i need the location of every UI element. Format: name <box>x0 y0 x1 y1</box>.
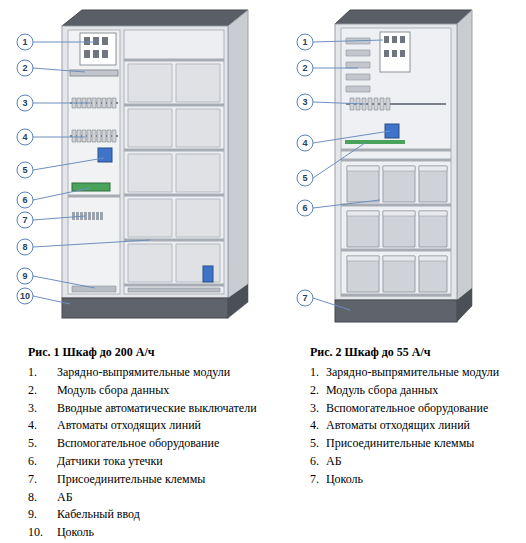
plinth-side <box>457 288 472 322</box>
module-indicator <box>84 37 108 58</box>
list-item: Кабельный ввод <box>57 507 140 521</box>
list-number: 5. <box>310 436 319 450</box>
callout-number: 2 <box>17 60 34 77</box>
cabinet-bay <box>68 30 120 294</box>
callout-number: 1 <box>297 34 314 51</box>
list-number: 5. <box>28 436 37 450</box>
auxiliary-unit <box>98 148 112 162</box>
list-number: 1. <box>28 365 37 379</box>
list-number: 6. <box>28 454 37 468</box>
leakage-sensor <box>72 183 110 191</box>
list-number: 3. <box>310 401 319 415</box>
list-item: Цоколь <box>326 472 363 486</box>
cabinet-plinth <box>335 300 457 322</box>
cabinet-roof <box>335 10 472 24</box>
list-item: Вводные автоматические выключатели <box>57 401 257 415</box>
cabinet-side <box>228 10 248 318</box>
list-number: 2. <box>28 383 37 397</box>
list-number: 7. <box>310 472 319 486</box>
list-item: Модуль сбора данных <box>326 383 438 397</box>
cabinet-frame <box>335 24 457 300</box>
list-number: 8. <box>28 490 37 504</box>
rectifier-module <box>380 32 410 72</box>
callout-number: 4 <box>297 135 314 152</box>
data-module <box>346 38 370 92</box>
callout-number: 8 <box>17 239 34 256</box>
callout-number: 3 <box>297 94 314 111</box>
plinth-side <box>228 284 248 318</box>
list-number: 2. <box>310 383 319 397</box>
list-number: 9. <box>28 507 37 521</box>
leader-line <box>313 40 390 310</box>
cabinet-bay <box>124 30 224 294</box>
auxiliary-unit <box>203 266 213 282</box>
callout-number: 1 <box>17 34 34 51</box>
battery-block <box>128 64 220 282</box>
list-number: 4. <box>28 418 37 432</box>
callout-number: 5 <box>17 162 34 179</box>
list-item: Автоматы отходящих линий <box>57 418 201 432</box>
list-item: Датчики тока утечки <box>57 454 163 468</box>
cable-entry <box>72 286 220 292</box>
callout-number: 7 <box>297 290 314 307</box>
callout-number: 2 <box>297 60 314 77</box>
callout-number: 3 <box>17 95 34 112</box>
callout-number: 9 <box>17 268 34 285</box>
list-item: Зарядно-выпрямительные модули <box>326 365 499 379</box>
list-item: Модуль сбора данных <box>57 383 169 397</box>
callout-number: 10 <box>17 288 34 305</box>
feeder-breaker <box>72 130 116 142</box>
list-number: 10. <box>28 525 43 539</box>
battery-shelf <box>341 150 451 295</box>
list-item: Автоматы отходящих линий <box>326 418 470 432</box>
callout-number: 6 <box>297 200 314 217</box>
list-item: Присоединительные клеммы <box>326 436 474 450</box>
terminal-block <box>345 140 405 144</box>
list-item: Зарядно-выпрямительные модули <box>57 365 230 379</box>
callout-number: 6 <box>17 192 34 209</box>
list-number: 3. <box>28 401 37 415</box>
list-number: 6. <box>310 454 319 468</box>
callout-number: 4 <box>17 129 34 146</box>
terminal-block <box>72 212 103 220</box>
list-item: Вспомогательное оборудование <box>326 401 488 415</box>
leader-line <box>33 42 150 304</box>
list-number: 4. <box>310 418 319 432</box>
battery-shelf <box>124 60 224 285</box>
battery-block <box>347 166 447 292</box>
list-item: Цоколь <box>57 525 94 539</box>
list-item: АБ <box>326 454 342 468</box>
cabinet-plinth <box>62 298 228 318</box>
list-item: Вспомогательное оборудование <box>57 436 219 450</box>
figure-caption: Рис. 1 Шкаф до 200 А/ч <box>28 345 155 359</box>
list-number: 1. <box>310 365 319 379</box>
callout-number: 7 <box>17 212 34 229</box>
equipment-shelf <box>68 195 120 198</box>
figure-caption: Рис. 2 Шкаф до 55 А/ч <box>310 345 431 359</box>
list-item: АБ <box>57 490 73 504</box>
cabinet-frame <box>62 26 228 298</box>
rectifier-module <box>80 33 116 65</box>
list-number: 7. <box>28 472 37 486</box>
list-item: Присоединительные клеммы <box>57 472 205 486</box>
battery-lid <box>347 166 447 261</box>
module-indicator <box>384 36 405 57</box>
cabinet-roof <box>62 10 248 26</box>
cabinet-side <box>457 10 472 320</box>
callout-number: 5 <box>297 170 314 187</box>
